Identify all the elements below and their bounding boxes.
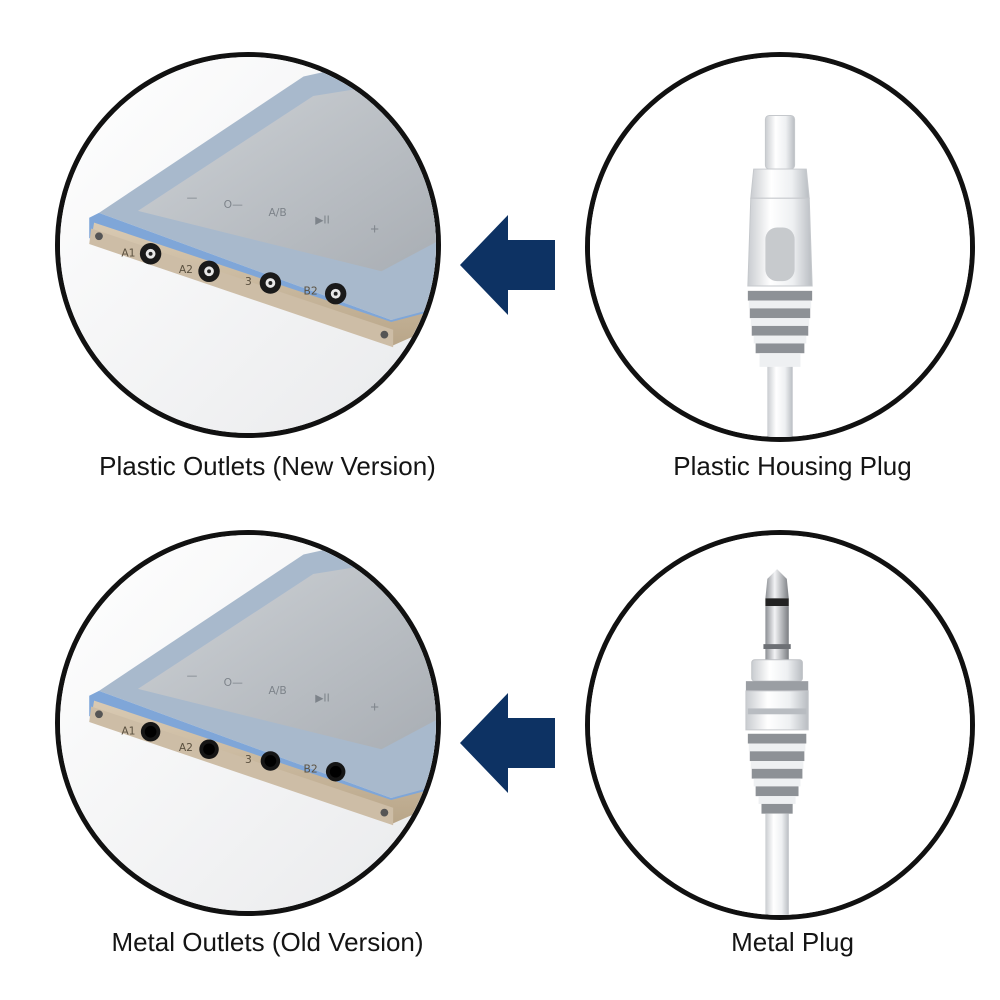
plastic-outlets-image: A1 A2 3 B2 — O— A/B ▶II + [55, 52, 441, 438]
port-label-b2: B2 [304, 285, 318, 298]
plus-button-glyph: + [370, 699, 380, 713]
plastic-plug-illustration [590, 57, 970, 437]
port-label-a1: A1 [121, 725, 135, 738]
plastic-housing-plug-image [585, 52, 975, 442]
caption-metal-plug: Metal Plug [731, 927, 854, 957]
screw-icon [95, 232, 103, 241]
play-pause-button-glyph: ▶II [315, 214, 330, 227]
metal-outlet-3 [260, 751, 281, 771]
arrow-left-icon [460, 210, 570, 320]
port-label-a2: A2 [179, 741, 193, 754]
ab-button-glyph: A/B [268, 206, 286, 219]
port-label-3: 3 [245, 753, 252, 766]
port-label-b2: B2 [304, 763, 318, 776]
screw-icon [380, 330, 389, 339]
screw-icon [95, 710, 103, 719]
device-frame [89, 212, 436, 338]
plastic-outlet-a2 [198, 260, 220, 283]
plastic-outlet-b2 [324, 282, 347, 305]
metal-plug-illustration [590, 535, 970, 915]
lock-button-glyph: O— [224, 676, 243, 689]
minus-button-glyph: — [187, 191, 198, 204]
metal-outlets-image: A1 A2 3 B2 — O— A/B ▶II + [55, 530, 441, 916]
caption-metal-outlets: Metal Outlets (Old Version) [111, 927, 424, 957]
port-label-a2: A2 [179, 263, 193, 276]
metal-outlet-a1 [140, 722, 161, 742]
device-frame [89, 690, 436, 816]
lock-button-glyph: O— [224, 198, 243, 211]
port-label-3: 3 [245, 275, 252, 288]
device-plastic-outlets-illustration: A1 A2 3 B2 — O— A/B ▶II + [60, 57, 436, 433]
plus-button-glyph: + [370, 221, 380, 235]
ab-button-glyph: A/B [268, 684, 286, 697]
arrow-left-icon [460, 688, 570, 798]
minus-button-glyph: — [187, 669, 198, 682]
device-screen [137, 76, 436, 272]
caption-plastic-outlets: Plastic Outlets (New Version) [99, 451, 436, 481]
port-label-a1: A1 [121, 247, 135, 260]
device-screen [137, 554, 436, 750]
metal-outlet-a2 [199, 739, 219, 760]
device-metal-outlets-illustration: A1 A2 3 B2 — O— A/B ▶II + [60, 535, 436, 911]
plastic-outlet-3 [259, 272, 282, 294]
metal-plug-image [585, 530, 975, 920]
metal-outlet-b2 [325, 761, 346, 782]
caption-plastic-housing-plug: Plastic Housing Plug [673, 451, 912, 481]
plastic-outlet-a1 [139, 243, 162, 265]
screw-icon [380, 808, 389, 817]
play-pause-button-glyph: ▶II [315, 692, 330, 705]
